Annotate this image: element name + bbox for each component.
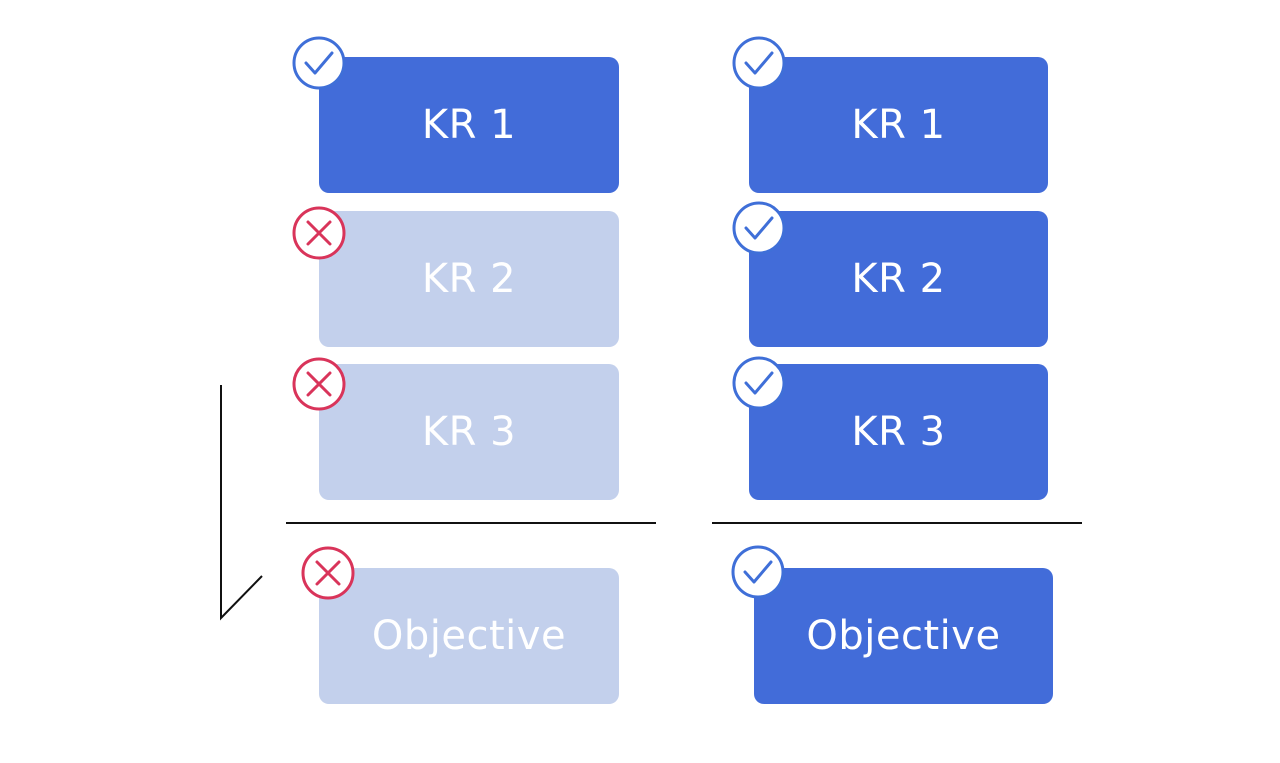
card-label: KR 2: [421, 256, 517, 302]
right-objective-card: Objective: [754, 568, 1053, 704]
left-objective-card: Objective: [319, 568, 619, 704]
check-icon: [732, 36, 786, 90]
left-kr-2-card: KR 2: [319, 211, 619, 347]
cross-icon: [292, 357, 346, 411]
card-label: KR 3: [421, 409, 517, 455]
card-label: KR 2: [851, 256, 946, 302]
check-icon: [292, 36, 346, 90]
right-kr-2-card: KR 2: [749, 211, 1048, 347]
card-label: KR 1: [851, 102, 946, 148]
left-kr-1-card: KR 1: [319, 57, 619, 193]
card-label: KR 3: [851, 409, 946, 455]
check-icon: [731, 545, 785, 599]
right-kr-3-card: KR 3: [749, 364, 1048, 500]
card-label: Objective: [806, 613, 1001, 659]
right-divider: [712, 522, 1082, 524]
left-divider: [286, 522, 656, 524]
cross-icon: [292, 206, 346, 260]
right-kr-1-card: KR 1: [749, 57, 1048, 193]
left-kr-3-card: KR 3: [319, 364, 619, 500]
down-arrow-icon: [220, 385, 263, 621]
card-label: KR 1: [421, 102, 517, 148]
card-label: Objective: [371, 613, 567, 659]
check-icon: [732, 201, 786, 255]
cross-icon: [301, 546, 355, 600]
check-icon: [732, 356, 786, 410]
